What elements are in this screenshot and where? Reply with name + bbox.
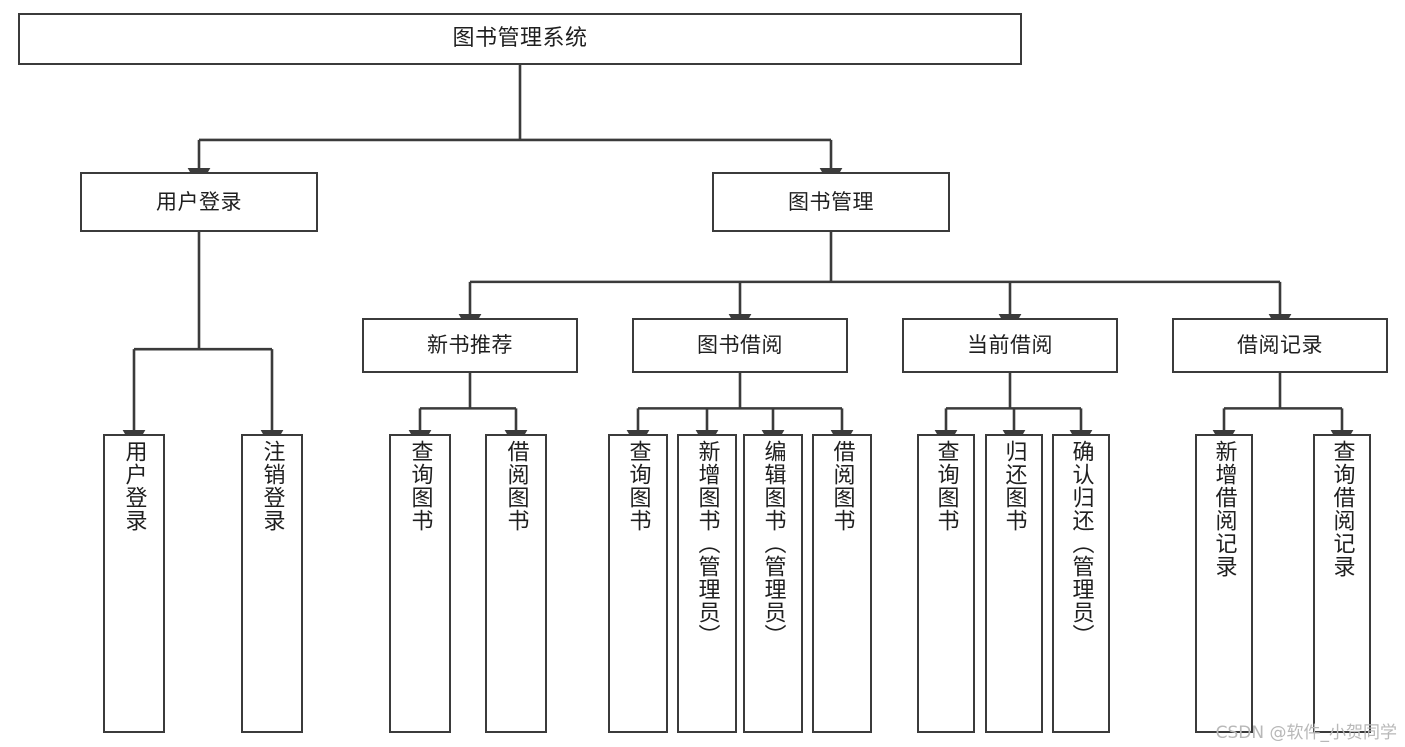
node-label: 借阅记录 bbox=[1237, 333, 1323, 358]
node-label: 归还图书 bbox=[1001, 440, 1027, 532]
node-borrow[interactable]: 图书借阅 bbox=[632, 318, 848, 373]
watermark-label: CSDN @软件_小贺同学 bbox=[1215, 723, 1397, 743]
node-root[interactable]: 图书管理系统 bbox=[18, 13, 1022, 65]
node-label: 用户登录 bbox=[121, 440, 147, 532]
node-cb-confirm[interactable]: 确认归还（管理员） bbox=[1052, 434, 1110, 733]
node-label: 新增借阅记录 bbox=[1211, 440, 1237, 578]
node-label: 注销登录 bbox=[259, 440, 285, 532]
node-login[interactable]: 用户登录 bbox=[80, 172, 318, 232]
node-nb-query[interactable]: 查询图书 bbox=[389, 434, 451, 733]
node-logout[interactable]: 注销登录 bbox=[241, 434, 303, 733]
node-label: 查询图书 bbox=[625, 440, 651, 532]
node-bw-query[interactable]: 查询图书 bbox=[608, 434, 668, 733]
node-cb-return[interactable]: 归还图书 bbox=[985, 434, 1043, 733]
node-label: 借阅图书 bbox=[503, 440, 529, 532]
node-bw-borrow[interactable]: 借阅图书 bbox=[812, 434, 872, 733]
node-label: 新书推荐 bbox=[427, 333, 513, 358]
node-label: 查询图书 bbox=[407, 440, 433, 532]
node-nb-borrow[interactable]: 借阅图书 bbox=[485, 434, 547, 733]
node-label: 图书管理系统 bbox=[452, 26, 588, 52]
node-label: 查询图书 bbox=[933, 440, 959, 532]
node-newbook[interactable]: 新书推荐 bbox=[362, 318, 578, 373]
node-bw-add[interactable]: 新增图书（管理员） bbox=[677, 434, 737, 733]
node-rc-add[interactable]: 新增借阅记录 bbox=[1195, 434, 1253, 733]
node-bw-edit[interactable]: 编辑图书（管理员） bbox=[743, 434, 803, 733]
node-label: 借阅图书 bbox=[829, 440, 855, 532]
node-label: 用户登录 bbox=[156, 189, 242, 214]
node-label: 编辑图书（管理员） bbox=[760, 440, 786, 647]
node-userlogin[interactable]: 用户登录 bbox=[103, 434, 165, 733]
edge-group bbox=[122, 65, 1354, 450]
node-rc-query[interactable]: 查询借阅记录 bbox=[1313, 434, 1371, 733]
node-label: 图书借阅 bbox=[697, 333, 783, 358]
node-label: 当前借阅 bbox=[967, 333, 1053, 358]
node-current[interactable]: 当前借阅 bbox=[902, 318, 1118, 373]
node-label: 新增图书（管理员） bbox=[694, 440, 720, 647]
node-label: 图书管理 bbox=[788, 189, 874, 214]
node-records[interactable]: 借阅记录 bbox=[1172, 318, 1388, 373]
node-label: 查询借阅记录 bbox=[1329, 440, 1355, 578]
node-bookmgmt[interactable]: 图书管理 bbox=[712, 172, 950, 232]
node-cb-query[interactable]: 查询图书 bbox=[917, 434, 975, 733]
node-label: 确认归还（管理员） bbox=[1068, 440, 1094, 647]
